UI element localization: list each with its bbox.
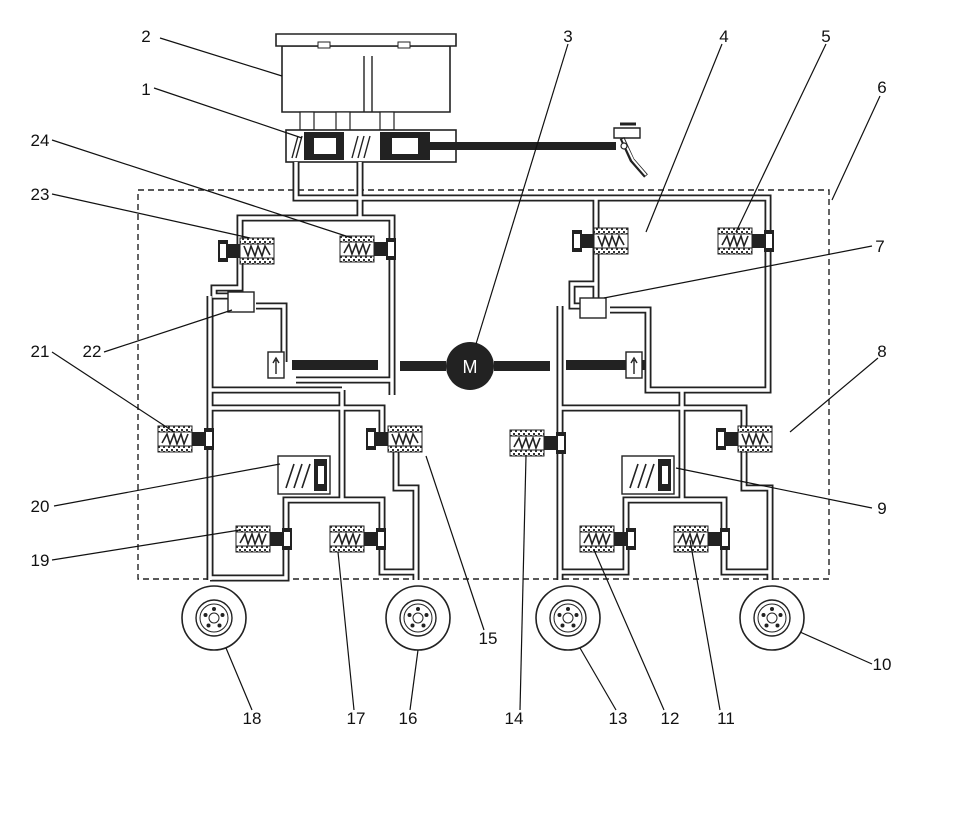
isolation-valve-5 [717, 227, 775, 255]
callout-9: 9 [877, 499, 886, 518]
valve-12 [579, 525, 637, 553]
motor-label: M [463, 357, 478, 377]
brake-pedal [613, 122, 648, 178]
right-pump-piston [625, 351, 643, 379]
callout-5: 5 [821, 27, 830, 46]
valve-21 [157, 425, 215, 453]
valve-11 [673, 525, 731, 553]
prime-valve-left [227, 291, 255, 313]
callout-labels: 2 1 3 4 5 6 7 8 9 10 11 12 13 14 15 16 1… [31, 27, 892, 728]
callout-8: 8 [877, 342, 886, 361]
valve-15 [366, 426, 422, 452]
callout-15: 15 [479, 629, 498, 648]
callout-1: 1 [141, 80, 150, 99]
left-pump-piston [267, 351, 285, 379]
isolation-valve-4 [572, 228, 628, 254]
callout-11: 11 [717, 709, 735, 728]
wheel-brake-16 [385, 585, 451, 651]
callout-7: 7 [875, 237, 884, 256]
wheel-brake-18 [181, 585, 247, 651]
callout-4: 4 [719, 27, 728, 46]
callout-17: 17 [347, 709, 366, 728]
valve-19 [235, 525, 293, 553]
brake-fluid-reservoir [275, 33, 457, 131]
callout-14: 14 [505, 709, 524, 728]
callout-3: 3 [563, 27, 572, 46]
callout-18: 18 [243, 709, 262, 728]
isolation-valve-23 [218, 238, 274, 264]
callout-16: 16 [399, 709, 418, 728]
modulator-boundary [137, 189, 830, 580]
callout-13: 13 [609, 709, 628, 728]
pump-motor [446, 342, 494, 390]
callout-19: 19 [31, 551, 50, 570]
valve-8 [716, 426, 772, 452]
wheel-brake-13 [535, 585, 601, 651]
accumulator-left [277, 455, 331, 495]
pump-motor-assembly: M [267, 342, 646, 390]
callout-2: 2 [141, 27, 150, 46]
prime-valve-right [579, 297, 607, 319]
callout-10: 10 [873, 655, 892, 674]
callout-23: 23 [31, 185, 50, 204]
valve-14 [509, 429, 567, 457]
callout-20: 20 [31, 497, 50, 516]
callout-22: 22 [83, 342, 102, 361]
isolation-valve-24 [339, 235, 397, 263]
callout-6: 6 [877, 78, 886, 97]
callout-24: 24 [31, 131, 50, 150]
callout-leader-lines [51, 37, 881, 711]
accumulator-right [621, 455, 675, 495]
callout-21: 21 [31, 342, 50, 361]
valve-17 [329, 525, 387, 553]
master-cylinder [285, 122, 648, 178]
wheel-brake-10 [739, 585, 805, 651]
callout-12: 12 [661, 709, 680, 728]
